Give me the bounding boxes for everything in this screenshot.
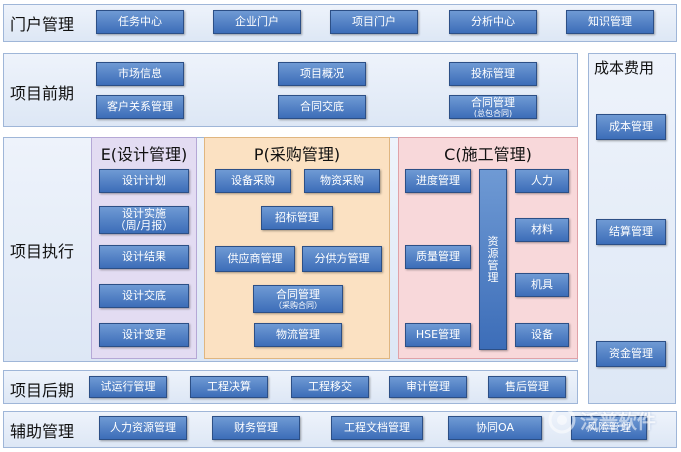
design-result-button[interactable]: 设计结果	[99, 245, 189, 269]
settlement-management-button[interactable]: 结算管理	[596, 219, 666, 245]
design-change-button[interactable]: 设计变更	[99, 323, 189, 347]
hse-management-button[interactable]: HSE管理	[405, 323, 471, 347]
market-info-button[interactable]: 市场信息	[96, 62, 184, 86]
general-contract-button[interactable]: 合同管理 (总包合同)	[449, 95, 537, 119]
audit-management-button[interactable]: 审计管理	[389, 376, 467, 398]
cost-column-title: 成本费用	[594, 59, 655, 77]
auxiliary-row-title: 辅助管理	[10, 422, 75, 441]
bid-management-button[interactable]: 投标管理	[449, 62, 537, 86]
material-purchase-button[interactable]: 物资采购	[304, 169, 380, 193]
resource-char-1: 资	[487, 234, 499, 248]
general-contract-sublabel: (总包合同)	[473, 108, 513, 118]
design-implementation-label: 设计实施	[122, 207, 166, 220]
purchase-contract-button[interactable]: 合同管理 （采购合同）	[253, 285, 343, 313]
purchase-contract-label: 合同管理	[276, 287, 320, 301]
handover-button[interactable]: 工程移交	[291, 376, 369, 398]
purchase-panel-title: P(采购管理)	[253, 145, 341, 164]
portal-row-title: 门户管理	[10, 15, 75, 34]
resource-char-4: 理	[487, 270, 499, 284]
resource-char-2: 源	[487, 246, 499, 260]
design-implementation-button[interactable]: 设计实施 （周/月报）	[99, 206, 189, 234]
quality-management-button[interactable]: 质量管理	[405, 245, 471, 269]
enterprise-portal-button[interactable]: 企业门户	[213, 10, 301, 34]
after-sales-button[interactable]: 售后管理	[488, 376, 566, 398]
design-implementation-sublabel: （周/月报）	[114, 219, 174, 232]
contract-disclosure-button[interactable]: 合同交底	[278, 95, 366, 119]
execution-row-title: 项目执行	[10, 242, 75, 261]
design-panel-title: E(设计管理)	[100, 145, 188, 164]
logistics-management-button[interactable]: 物流管理	[254, 323, 342, 347]
general-contract-label: 合同管理	[471, 95, 515, 109]
hr-management-button[interactable]: 人力资源管理	[99, 416, 187, 440]
project-overview-button[interactable]: 项目概况	[278, 62, 366, 86]
crm-button[interactable]: 客户关系管理	[96, 95, 184, 119]
tender-management-button[interactable]: 招标管理	[261, 206, 333, 230]
preliminary-row-title: 项目前期	[10, 84, 75, 103]
watermark-text: 泛普软件	[580, 410, 657, 433]
logo-icon	[548, 406, 576, 434]
supplier-management-button[interactable]: 供应商管理	[215, 246, 295, 272]
resource-management-button[interactable]: 资 源 管 理	[479, 169, 507, 350]
analysis-center-button[interactable]: 分析中心	[449, 10, 537, 34]
task-center-button[interactable]: 任务中心	[96, 10, 184, 34]
construction-panel-title: C(施工管理)	[444, 145, 532, 164]
resource-char-3: 管	[487, 258, 499, 272]
final-accounts-button[interactable]: 工程决算	[190, 376, 268, 398]
labor-button[interactable]: 人力	[515, 169, 569, 193]
machinery-button[interactable]: 机具	[515, 273, 569, 297]
document-management-button[interactable]: 工程文档管理	[331, 416, 423, 440]
subcontractor-management-button[interactable]: 分供方管理	[302, 246, 382, 272]
equipment-purchase-button[interactable]: 设备采购	[215, 169, 291, 193]
design-disclosure-button[interactable]: 设计交底	[99, 284, 189, 308]
trial-run-button[interactable]: 试运行管理	[89, 376, 167, 398]
finance-management-button[interactable]: 财务管理	[212, 416, 300, 440]
project-portal-button[interactable]: 项目门户	[330, 10, 418, 34]
purchase-contract-sublabel: （采购合同）	[274, 300, 322, 310]
materials-button[interactable]: 材料	[515, 218, 569, 242]
post-project-row-title: 项目后期	[10, 381, 75, 400]
design-plan-button[interactable]: 设计计划	[99, 169, 189, 193]
collaborative-oa-button[interactable]: 协同OA	[448, 416, 542, 440]
equipment-button[interactable]: 设备	[515, 323, 569, 347]
fund-management-button[interactable]: 资金管理	[596, 341, 666, 367]
cost-management-button[interactable]: 成本管理	[596, 114, 666, 140]
schedule-management-button[interactable]: 进度管理	[405, 169, 471, 193]
watermark-logo: 泛普软件	[548, 402, 676, 438]
knowledge-management-button[interactable]: 知识管理	[566, 10, 654, 34]
